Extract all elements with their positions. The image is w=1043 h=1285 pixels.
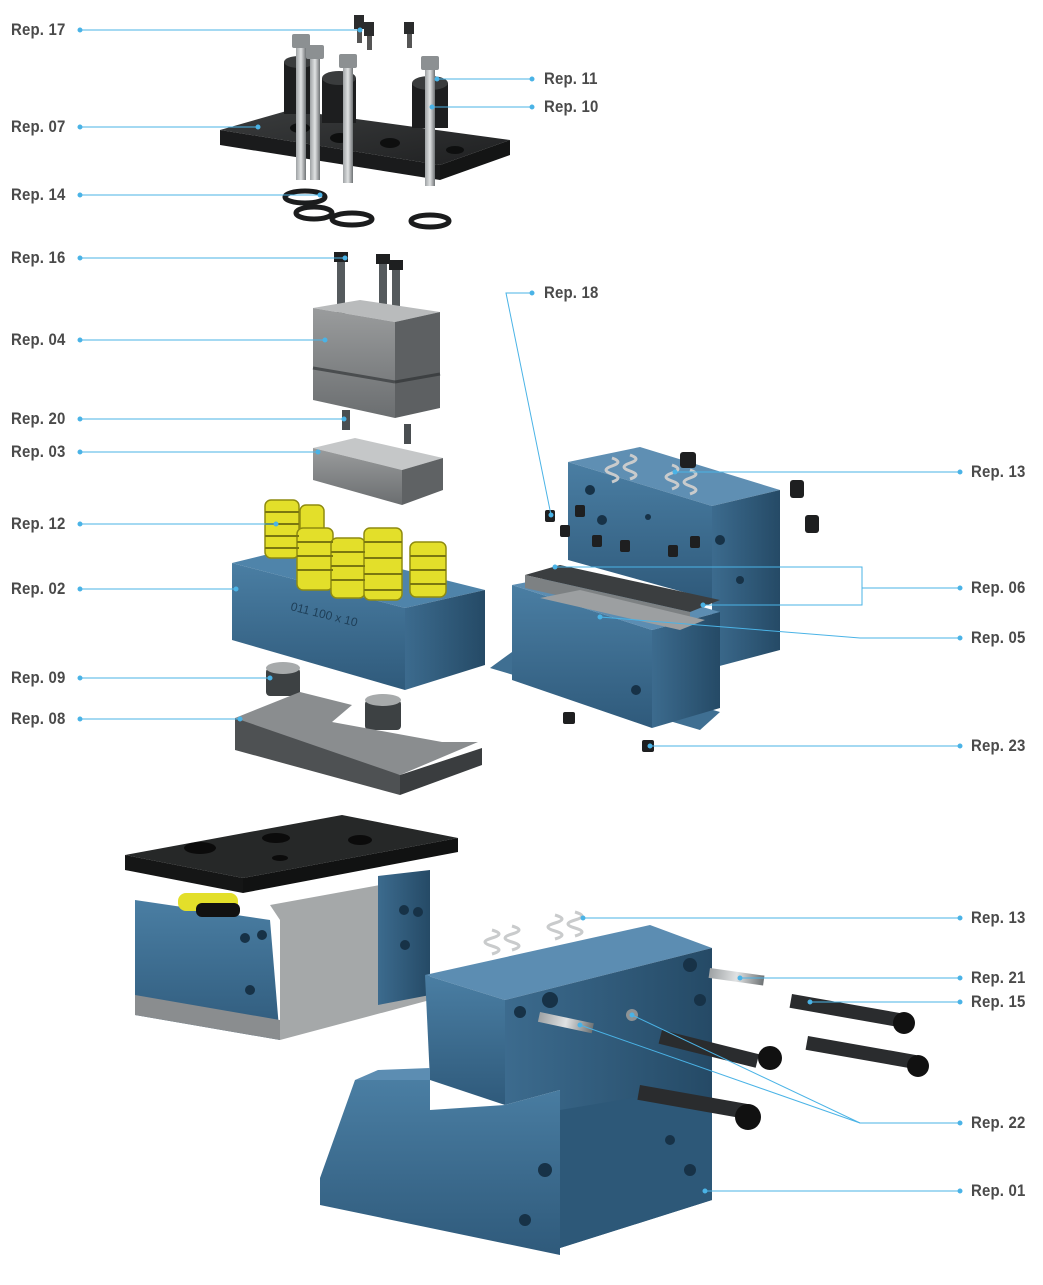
label-rep04: Rep. 04 [11, 330, 66, 349]
label-rep15: Rep. 15 [971, 992, 1026, 1011]
die-insert-rep03 [313, 438, 443, 505]
top-plate-rep07 [220, 110, 510, 180]
label-rep17: Rep. 17 [11, 20, 66, 39]
label-rep10: Rep. 10 [544, 97, 599, 116]
o-rings-rep14 [282, 188, 452, 230]
label-rep11: Rep. 11 [544, 69, 598, 88]
label-rep09: Rep. 09 [11, 668, 66, 687]
label-rep03: Rep. 03 [11, 442, 66, 461]
label-rep16: Rep. 16 [11, 248, 66, 267]
die-body-rep01 [320, 910, 929, 1255]
label-rep12: Rep. 12 [11, 514, 66, 533]
label-rep06: Rep. 06 [971, 578, 1026, 597]
screws-rep17 [354, 15, 414, 50]
label-rep23: Rep. 23 [971, 736, 1026, 755]
label-rep21: Rep. 21 [971, 968, 1026, 987]
label-rep07: Rep. 07 [11, 117, 66, 136]
label-rep01: Rep. 01 [971, 1181, 1026, 1200]
springs-rep12 [264, 499, 447, 601]
label-rep22: Rep. 22 [971, 1113, 1026, 1132]
label-rep20: Rep. 20 [11, 409, 66, 428]
label-rep13-upper: Rep. 13 [971, 462, 1026, 481]
die-assembly-right [490, 447, 819, 752]
bushes-rep09 [266, 662, 401, 730]
label-rep18: Rep. 18 [544, 283, 599, 302]
label-rep05: Rep. 05 [971, 628, 1026, 647]
label-rep08: Rep. 08 [11, 709, 66, 728]
leader-lines [77, 27, 963, 1194]
assembled-tool-left [125, 815, 458, 1040]
lower-plate-rep08 [235, 692, 482, 795]
guide-pillars-rep11 [292, 34, 439, 186]
label-rep02: Rep. 02 [11, 579, 66, 598]
label-rep13-lower: Rep. 13 [971, 908, 1026, 927]
label-rep14: Rep. 14 [11, 185, 66, 204]
punch-rep04 [312, 252, 441, 418]
